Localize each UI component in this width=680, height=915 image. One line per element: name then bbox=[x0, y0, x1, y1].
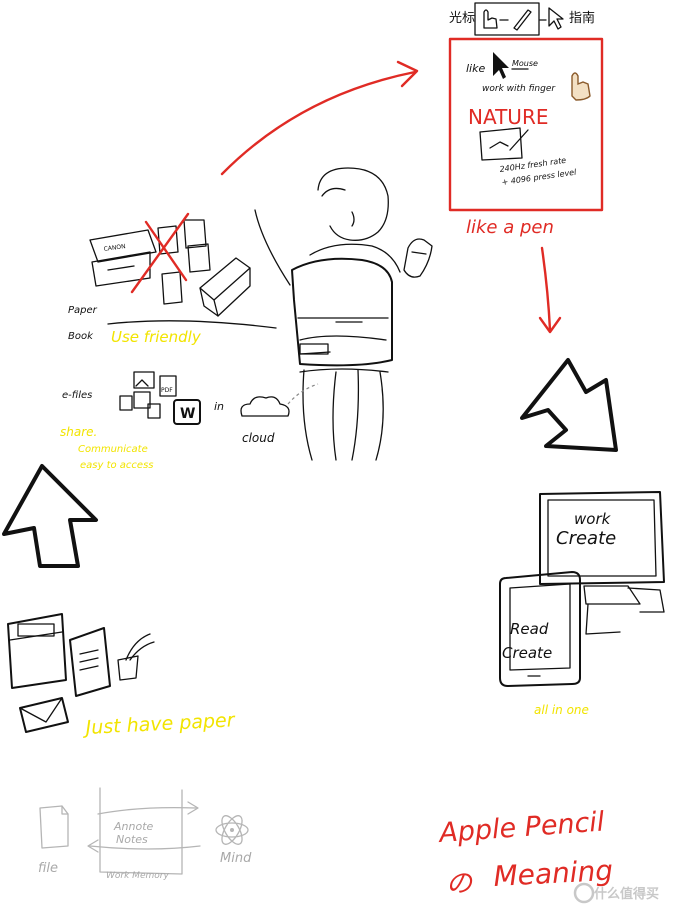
monitor-line-2: Create bbox=[556, 528, 616, 549]
watermark-text: 什么值得买 bbox=[594, 886, 659, 902]
doc-file-icon bbox=[133, 391, 151, 409]
paper-divider bbox=[107, 320, 277, 329]
efiles-label: e-files bbox=[62, 390, 92, 401]
top-toolbar: 光标 指南 bbox=[449, 2, 595, 36]
big-down-right-arrow-icon bbox=[520, 358, 618, 452]
efiles-section: e-files PDF W in cloud share. Communicat… bbox=[60, 371, 290, 471]
person-with-backpack-illustration bbox=[254, 167, 433, 461]
phone-icon bbox=[403, 238, 433, 278]
share-line-1: share. bbox=[60, 425, 97, 439]
binder-icon bbox=[7, 613, 67, 689]
w-app-icon bbox=[173, 399, 201, 425]
title-line-2-word: Meaning bbox=[493, 854, 614, 893]
tablet-line-2: Create bbox=[502, 644, 552, 662]
monitor-icon bbox=[539, 491, 665, 635]
just-have-paper-caption: Just have paper bbox=[81, 709, 236, 739]
toolbar-left-text: 光标 bbox=[449, 11, 475, 26]
share-line-3: easy to access bbox=[80, 460, 154, 471]
mouse-label: Mouse bbox=[512, 59, 538, 68]
tablet-line-1: Read bbox=[510, 620, 549, 638]
envelope-icon bbox=[19, 697, 69, 733]
just-paper-section: Just have paper bbox=[7, 613, 236, 739]
book-box-icon bbox=[199, 257, 251, 317]
small-file-icon bbox=[147, 403, 161, 419]
watermark: 什么值得买 bbox=[573, 882, 659, 904]
pdf-file-icon bbox=[159, 375, 177, 397]
file-icon bbox=[39, 805, 69, 849]
share-line-2: Communicate bbox=[78, 444, 148, 455]
bottom-diagram: file Annote Notes Work Memory Mind bbox=[38, 787, 252, 881]
finger-hand-icon bbox=[571, 72, 591, 101]
cloud-icon bbox=[240, 396, 290, 417]
writing-tablet-icon bbox=[479, 127, 529, 161]
nature-title: NATURE bbox=[468, 105, 548, 129]
paper-book-line-2: Book bbox=[68, 331, 94, 342]
red-arrow-up-icon bbox=[220, 60, 419, 176]
printer-icon bbox=[89, 229, 157, 287]
arrow-right-line bbox=[97, 806, 197, 815]
title-line-2-prefix: の bbox=[446, 869, 474, 899]
big-up-arrow-icon bbox=[2, 464, 98, 568]
in-label: in bbox=[214, 400, 224, 413]
pdf-label: PDF bbox=[161, 387, 173, 394]
document-stack-icon bbox=[157, 219, 211, 305]
title-line-1: Apple Pencil bbox=[436, 806, 606, 849]
hand-pointer-icon bbox=[483, 9, 498, 29]
pencil-icon bbox=[513, 9, 532, 31]
notebook-icon bbox=[69, 627, 111, 697]
image-file-icon bbox=[133, 371, 155, 389]
pen-panel: like Mouse work with finger NATURE 240Hz… bbox=[448, 37, 604, 238]
paper-section: CANON Paper Book Use friendly bbox=[68, 212, 277, 346]
toolbar-right-text: 指南 bbox=[569, 10, 595, 26]
monitor-line-1: work bbox=[574, 510, 612, 528]
tablet-icon bbox=[499, 571, 581, 687]
notes-line-2: Notes bbox=[116, 833, 148, 846]
watermark-logo-icon bbox=[573, 882, 595, 904]
atom-mind-icon bbox=[215, 815, 249, 845]
paper-book-line-1: Paper bbox=[68, 305, 98, 316]
pen-cup-icon bbox=[117, 633, 155, 681]
like-label: like bbox=[466, 62, 485, 75]
printer-label: CANON bbox=[103, 243, 126, 253]
toolbar-box bbox=[474, 2, 540, 36]
red-arrow-down-icon bbox=[538, 246, 562, 334]
cross-out-mark-icon bbox=[130, 212, 190, 294]
arrow-left-line bbox=[89, 845, 201, 850]
cursor-arrow-icon bbox=[548, 7, 564, 30]
pen-panel-frame bbox=[448, 37, 604, 212]
memory-bracket bbox=[99, 787, 183, 875]
mind-label: Mind bbox=[220, 851, 252, 866]
use-friendly-text: Use friendly bbox=[111, 328, 202, 346]
w-app-label: W bbox=[180, 406, 195, 422]
finger-text: work with finger bbox=[482, 84, 556, 94]
file-icons-cluster: PDF W bbox=[119, 371, 201, 425]
file-label: file bbox=[38, 861, 58, 876]
devices-section: work Create Read Create all in one bbox=[499, 491, 665, 717]
word-file-icon bbox=[119, 395, 133, 411]
all-in-one-caption: all in one bbox=[534, 703, 589, 717]
cloud-label: cloud bbox=[242, 431, 275, 445]
mouse-cursor-icon bbox=[493, 52, 509, 79]
notes-line-1: Annote bbox=[113, 820, 154, 833]
like-a-pen-caption: like a pen bbox=[466, 217, 554, 238]
work-memory-label: Work Memory bbox=[106, 871, 169, 881]
